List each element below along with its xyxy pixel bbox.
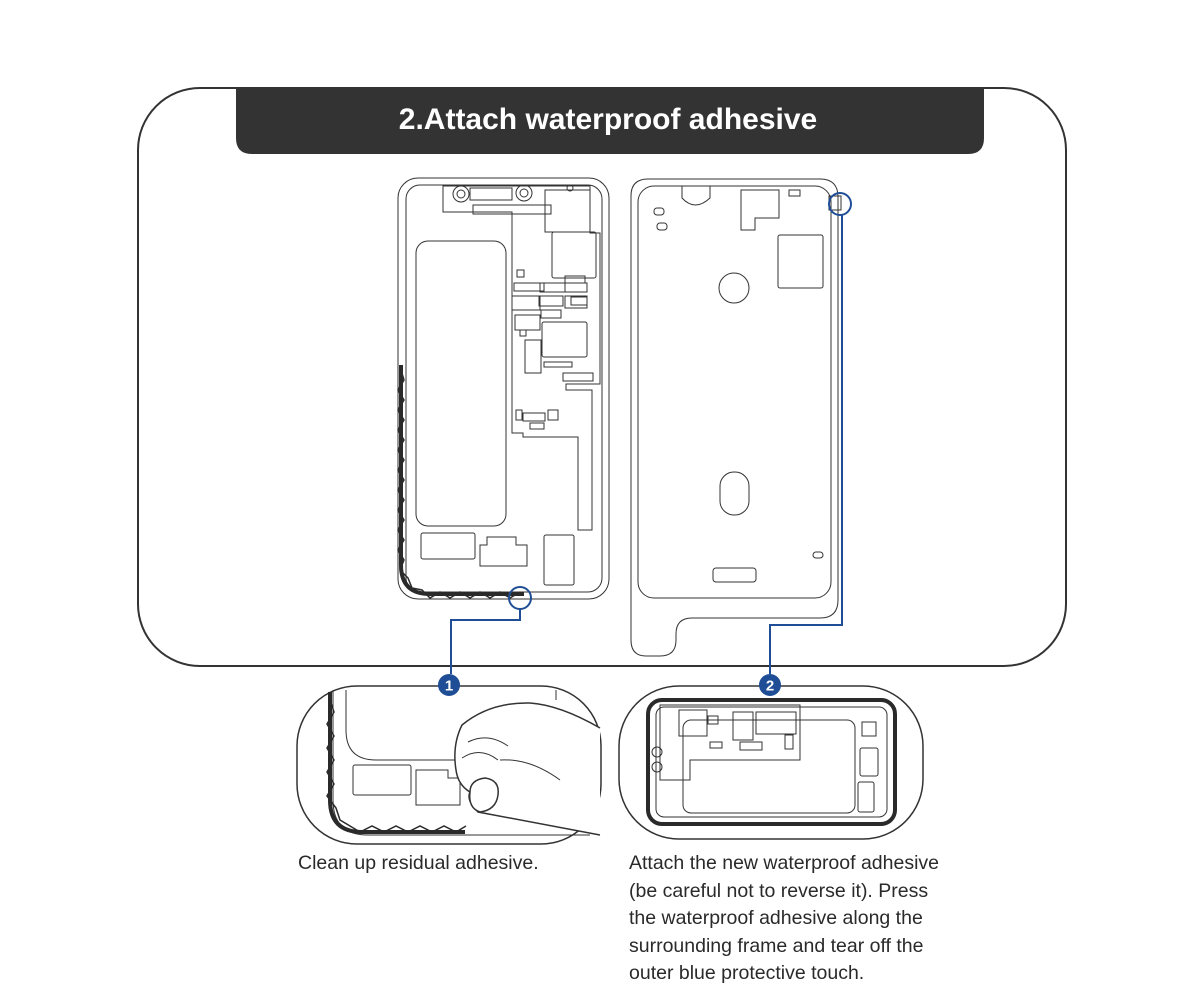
page-title: 2.Attach waterproof adhesive [399,103,817,136]
callout-lines [450,192,852,674]
step-caption-2: Attach the new waterproof adhesive (be c… [629,850,959,988]
detail-clean-adhesive [296,685,602,845]
caption-line: (be careful not to reverse it). Press [629,879,929,902]
caption-line: Attach the new waterproof adhesive [629,852,940,874]
phone-internal-view [397,177,610,600]
caption-line: Clean up residual adhesive. [298,852,539,874]
step-number-1: 1 [445,678,453,695]
detail-attach-adhesive [618,685,924,840]
step-number-2: 2 [766,678,774,695]
chip-large [551,231,597,279]
title-banner [236,88,984,154]
step-badge-2 [759,674,781,696]
hand-illustration [454,702,601,836]
step-badge-1 [438,674,460,696]
waterproof-adhesive-sheet [630,178,842,657]
caption-line: outer blue protective touch. [629,962,865,984]
battery-outline [415,240,507,527]
step-caption-1: Clean up residual adhesive. [298,850,598,878]
logic-board-outline [442,185,601,531]
caption-line: the waterproof adhesive along the [629,907,923,929]
caption-line: surrounding frame and tear off the [629,934,924,957]
residual-adhesive-strip [399,365,524,596]
chip-medium [541,321,588,358]
